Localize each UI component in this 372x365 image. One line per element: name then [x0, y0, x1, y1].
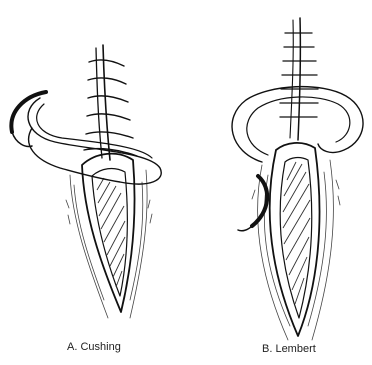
suture-thread-icon [28, 98, 161, 184]
tissue-strokes-a [66, 170, 152, 318]
suture-thread-loop-b [232, 87, 363, 162]
caption-cushing: A. Cushing [67, 341, 121, 353]
wound-opening-b [280, 158, 312, 318]
panel-lembert [232, 18, 363, 340]
closed-incision-b [298, 18, 300, 140]
caption-lembert: B. Lembert [262, 343, 316, 355]
curved-needle-icon-b [252, 176, 267, 226]
panel-cushing [11, 45, 161, 318]
wound-outline-b [270, 143, 320, 336]
